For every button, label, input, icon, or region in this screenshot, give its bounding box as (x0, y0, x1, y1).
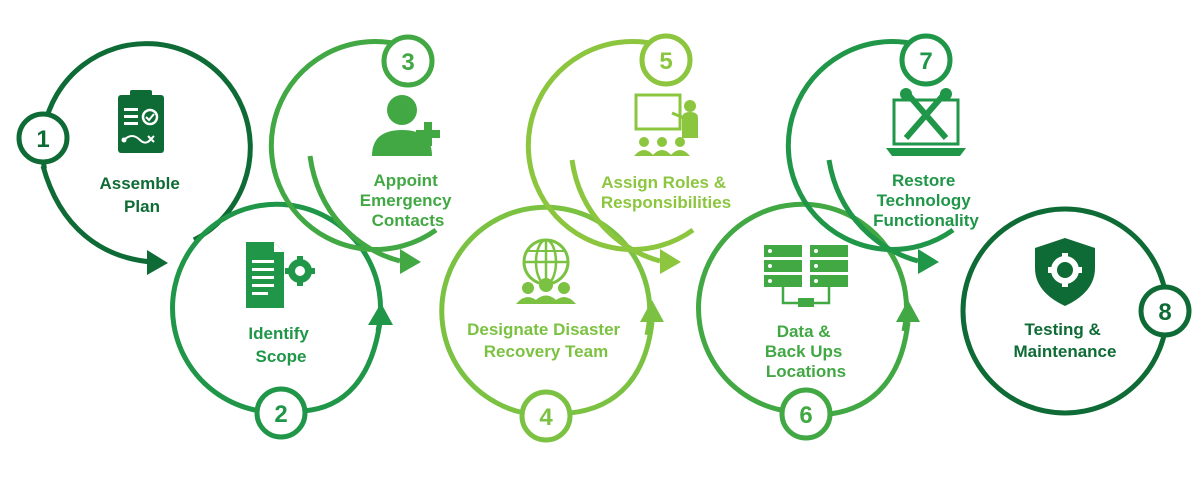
step-4-number: 4 (539, 404, 553, 431)
step-6-number-badge (779, 387, 833, 441)
step-2-label-line2: Scope (255, 347, 306, 366)
step-5-number: 5 (659, 48, 672, 75)
step-4-label-line1: Designate Disaster (467, 320, 620, 339)
step-3-label-line2: Emergency (360, 191, 452, 210)
step-8-label: Testing & Maintenance (1014, 320, 1117, 361)
step-5-label-line2: Responsibilities (601, 193, 731, 212)
person-plus-icon (372, 95, 440, 156)
clipboard-plan-icon (118, 90, 164, 153)
step-3-number: 3 (401, 49, 414, 76)
step-5: 5 Assign Roles & Responsibilities (525, 33, 731, 274)
step-1-arrowhead (147, 250, 168, 275)
step-3: 3 Appoint Emergency Contacts (268, 34, 456, 274)
servers-icon (764, 245, 848, 307)
step-1-label-line1: Assemble (99, 174, 179, 193)
step-7-label-line2: Technology (877, 191, 972, 210)
document-gear-icon (246, 242, 315, 308)
step-4-arrowhead (640, 300, 664, 322)
step-7-label: Restore Technology Functionality (873, 171, 979, 230)
laptop-tools-icon (886, 88, 966, 156)
step-2-arrowhead (368, 303, 393, 325)
step-3-label: Appoint Emergency Contacts (360, 171, 456, 230)
step-2-ring (170, 201, 383, 413)
step-3-number-badge (381, 34, 435, 88)
step-1-label-line2: Plan (124, 197, 160, 216)
shield-gear-icon (1035, 238, 1095, 306)
step-4-label: Designate Disaster Recovery Team (467, 320, 625, 361)
step-8-label-line2: Maintenance (1014, 342, 1117, 361)
step-3-arrowhead (400, 249, 421, 274)
step-6-arrow-tail (829, 321, 911, 417)
step-6-label-line2: Back Ups (765, 342, 842, 361)
step-1-label: Assemble Plan (99, 174, 184, 216)
step-2-label: Identify Scope (248, 324, 313, 366)
step-4-number-badge (519, 389, 573, 443)
step-7-number-badge (899, 33, 953, 87)
step-6-number: 6 (799, 402, 812, 429)
step-6-arrowhead (896, 300, 920, 322)
step-5-arrow-tail (569, 159, 661, 264)
step-4: 4 Designate Disaster Recovery Team (439, 204, 664, 443)
step-5-number-badge (639, 33, 693, 87)
step-3-label-line3: Contacts (372, 211, 445, 230)
step-5-label: Assign Roles & Responsibilities (601, 173, 731, 212)
step-6-label: Data & Back Ups Locations (765, 322, 847, 381)
step-4-ring (439, 204, 653, 415)
step-6-label-line1: Data & (777, 322, 831, 341)
step-7-number: 7 (919, 48, 932, 75)
step-2-label-line1: Identify (248, 324, 309, 343)
step-6: 6 Data & Back Ups Locations (696, 201, 920, 441)
step-7-label-line1: Restore (892, 171, 955, 190)
step-7-arrow-tail (826, 159, 919, 264)
step-8: 8 Testing & Maintenance (960, 206, 1192, 416)
step-1-ring (39, 41, 253, 243)
step-7-label-line3: Functionality (873, 211, 979, 230)
step-5-arrowhead (660, 249, 681, 274)
globe-team-icon (516, 238, 576, 304)
step-2: 2 Identify Scope (170, 201, 393, 440)
step-8-number-badge (1138, 284, 1192, 338)
step-2-number-badge (254, 386, 308, 440)
step-5-label-line1: Assign Roles & (601, 173, 726, 192)
step-1-number: 1 (36, 126, 49, 153)
step-8-label-line1: Testing & (1025, 320, 1101, 339)
step-8-number: 8 (1158, 299, 1171, 326)
step-6-ring (696, 201, 909, 413)
step-7-arrowhead (918, 249, 939, 274)
step-2-arrow-tail (302, 321, 383, 414)
presentation-icon (634, 93, 698, 156)
step-7: 7 Restore Technology Functionality (785, 33, 979, 274)
step-3-label-line1: Appoint (374, 171, 439, 190)
step-3-arrow-tail (307, 155, 401, 264)
step-6-label-line3: Locations (766, 362, 846, 381)
step-1: 1 Assemble Plan (16, 41, 253, 275)
step-4-label-line2: Recovery Team (484, 342, 608, 361)
step-1-arrow-tail (40, 165, 153, 265)
step-1-number-badge (16, 111, 70, 165)
step-4-arrow-tail (569, 321, 655, 416)
step-2-number: 2 (274, 401, 287, 428)
